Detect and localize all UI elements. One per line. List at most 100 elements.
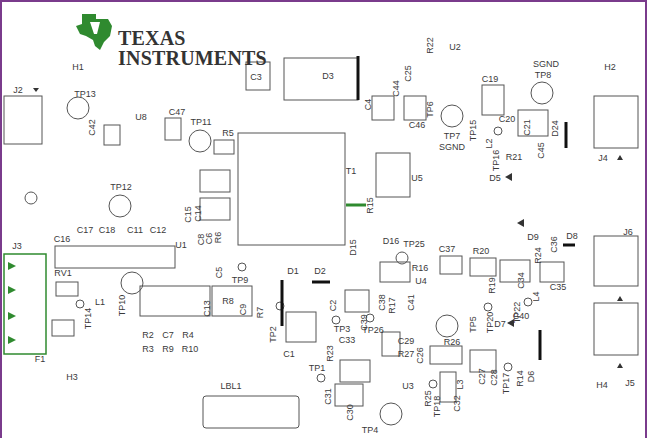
part-designator: TP7	[444, 132, 461, 141]
part-designator: TP9	[232, 276, 249, 285]
part-designator: TP1	[309, 364, 326, 373]
part-designator: TP26	[362, 326, 384, 335]
part-designator: D16	[383, 237, 400, 246]
part-designator: C44	[391, 80, 400, 97]
part-designator: TP25	[403, 240, 425, 249]
part-designator: C29	[398, 337, 415, 346]
part-designator: C40	[513, 312, 530, 321]
part-designator: R9	[162, 345, 174, 354]
part-designator: TP12	[110, 183, 132, 192]
part-designator: H4	[596, 381, 608, 390]
part-designator: T1	[346, 167, 357, 176]
part-designator: C16	[54, 235, 71, 244]
part-designator: C27	[477, 368, 486, 385]
part-designator: R25	[423, 390, 432, 407]
part-designator: C45	[536, 142, 545, 159]
part-designator: R23	[325, 345, 334, 362]
part-designator: C6	[205, 232, 214, 244]
part-designator: SGND	[439, 143, 465, 152]
part-designator: D3	[322, 72, 334, 81]
part-designator: LBL1	[220, 382, 241, 391]
part-designator: R24	[533, 247, 542, 264]
part-designator: R14	[515, 370, 524, 387]
part-designator: C14	[193, 205, 202, 222]
part-designator: J6	[623, 228, 633, 237]
part-designator: C25	[403, 65, 412, 82]
logo-text: TEXAS	[118, 28, 186, 48]
part-designator: C42	[87, 119, 96, 136]
part-designator: U3	[402, 382, 414, 391]
part-designator: C1	[283, 350, 295, 359]
part-designator: D15	[348, 239, 357, 256]
part-designator: U8	[135, 113, 147, 122]
part-designator: RV1	[54, 269, 71, 278]
part-designator: J3	[12, 242, 22, 251]
part-designator: C36	[549, 236, 558, 253]
part-designator: D9	[527, 233, 539, 242]
part-designator: C33	[339, 336, 356, 345]
part-designator: R8	[222, 297, 234, 306]
part-designator: L2	[484, 138, 493, 148]
part-designator: R15	[365, 197, 374, 214]
part-designator: C7	[162, 331, 174, 340]
part-designator: R21	[506, 153, 523, 162]
part-designator: C30	[345, 404, 354, 421]
part-designator: TP11	[191, 118, 212, 127]
part-designator: C19	[482, 75, 499, 84]
part-designator: D8	[566, 232, 578, 241]
part-designator: C12	[150, 226, 167, 235]
part-designator: TP14	[84, 307, 93, 329]
part-designator: TP13	[74, 90, 96, 99]
part-designator: TP4	[362, 426, 379, 435]
part-designator: D2	[314, 267, 326, 276]
part-designator: C9	[239, 303, 248, 315]
part-designator: D6	[527, 370, 536, 382]
part-designator: L1	[95, 298, 105, 307]
part-designator: TP10	[118, 294, 127, 316]
part-designator: R10	[182, 345, 199, 354]
part-designator: SGND	[533, 60, 559, 69]
part-designator: TP18	[433, 395, 442, 417]
part-designator: C21	[522, 119, 531, 136]
part-designator: L3	[455, 379, 464, 389]
part-designator: R17	[387, 297, 396, 314]
part-designator: U2	[449, 43, 461, 52]
part-designator: C32	[452, 395, 461, 412]
part-designator: C11	[127, 226, 143, 235]
part-designator: C41	[406, 294, 415, 311]
part-designator: C31	[323, 388, 332, 405]
part-designator: TP3	[334, 325, 351, 334]
part-designator: J2	[13, 86, 23, 95]
part-designator: H1	[72, 63, 84, 72]
part-designator: F1	[35, 355, 46, 364]
part-designator: R20	[473, 247, 490, 256]
part-designator: C17	[77, 226, 94, 235]
part-designator: R6	[214, 231, 223, 243]
part-designator: H2	[604, 63, 616, 72]
part-designator: R4	[182, 331, 194, 340]
part-designator: TP6	[425, 101, 434, 118]
part-designator: J4	[598, 154, 608, 163]
part-designator: C46	[409, 121, 426, 130]
part-designator: C2	[329, 299, 338, 311]
part-designator: C4	[364, 98, 373, 110]
part-designator: D5	[489, 174, 501, 183]
logo-text: INSTRUMENTS	[118, 48, 267, 68]
part-designator: TP20	[486, 311, 495, 333]
part-designator: J5	[625, 379, 635, 388]
part-designator: U5	[411, 174, 423, 183]
part-designator: C3	[250, 73, 262, 82]
part-designator: U4	[415, 277, 427, 286]
part-designator: C18	[99, 226, 116, 235]
part-designator: TP15	[469, 119, 478, 141]
part-designator: TP8	[535, 71, 552, 80]
part-designator: TP2	[268, 326, 277, 343]
part-designator: R16	[412, 264, 429, 273]
part-designator: TP16	[492, 149, 501, 171]
part-designator: R19	[487, 277, 496, 294]
part-designator: TP17	[502, 372, 511, 394]
part-designator: C37	[439, 245, 456, 254]
part-designator: U1	[175, 241, 187, 250]
part-designator: C15	[183, 206, 192, 223]
